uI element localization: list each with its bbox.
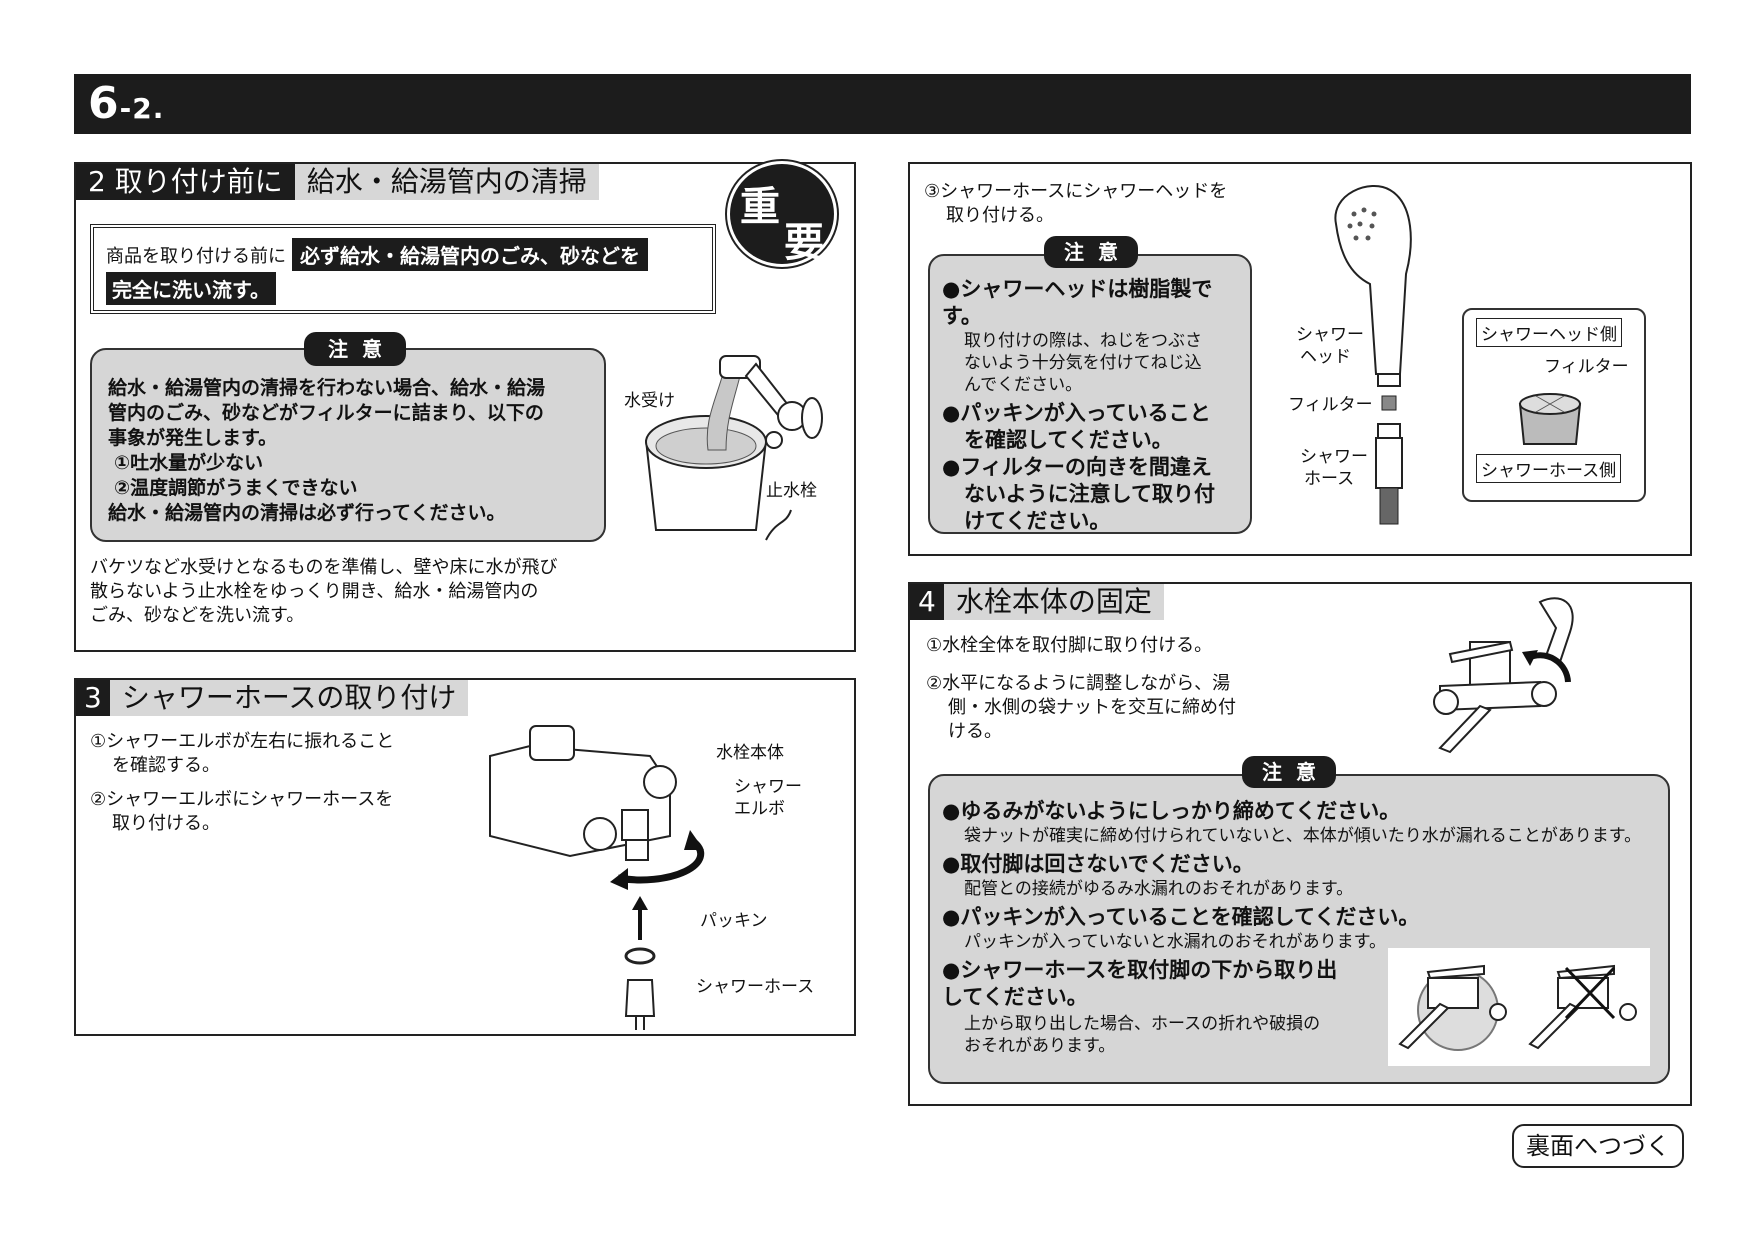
packing-label: パッキン [700,911,768,931]
caution-sub: おそれがあります。 [964,1036,1116,1056]
important-badge-icon [725,159,839,269]
shower-head-panel: ③シャワーホースにシャワーヘッドを 取り付ける。 ●シャワーヘッドは樹脂製です。… [908,162,1692,556]
hose-label-2: ホース [1304,469,1355,489]
caution-line: ①吐水量が少ない [114,452,264,474]
step-text: 取り付ける。 [946,205,1054,226]
caution-line: 給水・給湯管内の清掃を行わない場合、給水・給湯 [108,377,546,399]
section-3-panel: 3 シャワーホースの取り付け ①シャワーエルボが左右に振れること を確認する。 … [74,678,856,1036]
shower-elbow-illustration [489,725,705,1030]
bucket-label: 水受け [624,391,675,411]
section-number: 6-2. [88,78,165,129]
box-lead: 商品を取り付ける前に [106,245,286,267]
faucet-body-label: 水栓本体 [716,743,784,763]
step-text: ③シャワーホースにシャワーヘッドを [924,181,1228,202]
stopcock-label: 止水栓 [766,481,817,501]
step-text: ける。 [948,721,1002,742]
section-2-num-label: 2 取り付け前に [76,164,295,200]
caution-head: ●パッキンが入っていることを確認してください。 [942,905,1420,929]
caution-sub: んでください。 [964,375,1083,395]
shower-head-caution: ●シャワーヘッドは樹脂製です。 取り付けの際は、ねじをつぶさ ないよう十分気を付… [928,254,1252,534]
section-2-body: バケツなど水受けとなるものを準備し、壁や床に水が飛び [90,557,558,578]
step-text: ①シャワーエルボが左右に振れること [90,731,395,752]
important-badge-text-2: 要 [784,220,824,266]
caution-sub: 上から取り出した場合、ホースの折れや破損の [964,1014,1321,1034]
head-label-2: ヘッド [1300,347,1351,367]
important-box: 商品を取り付ける前に 必ず給水・給湯管内のごみ、砂などを 完全に洗い流す。 [90,224,716,314]
head-label-1: シャワー [1296,325,1364,345]
shower-head-illustration [1334,185,1412,525]
filter-label: フィルター [1288,395,1373,415]
caution-tag: 注意 [1242,756,1336,788]
step-text: 取り付ける。 [112,813,220,834]
section-2-caution: 給水・給湯管内の清掃を行わない場合、給水・給湯 管内のごみ、砂などがフィルターに… [90,348,606,542]
elbow-label-2: エルボ [734,799,785,819]
caution-head: ●フィルターの向きを間違え [942,455,1212,479]
section-3-heading: シャワーホースの取り付け [109,680,469,716]
section-4-num: 4 [910,584,944,620]
head-side-label: シャワーヘッド側 [1476,318,1622,347]
filter-icon [1518,393,1582,445]
section-4-panel: 4 水栓本体の固定 ①水栓全体を取付脚に取り付ける。 ②水平になるように調整しな… [908,582,1692,1106]
caution-head: ●ゆるみがないようにしっかり締めてください。 [942,799,1401,823]
section-2-body: ごみ、砂などを洗い流す。 [90,605,305,626]
caution-head: ●取付脚は回さないでください。 [942,852,1254,876]
continue-label: 裏面へつづく [1512,1124,1684,1168]
section-4-caution: ●ゆるみがないようにしっかり締めてください。 袋ナットが確実に締め付けられていな… [928,774,1670,1084]
caution-line: 事象が発生します。 [108,427,278,449]
section-2-body: 散らないよう止水栓をゆっくり開き、給水・給湯管内の [90,581,539,602]
box-strong-1: 必ず給水・給湯管内のごみ、砂などを [292,238,648,271]
caution-sub: ないよう十分気を付けてねじ込 [964,353,1202,373]
hose-side-label: シャワーホース側 [1476,454,1622,483]
caution-head: ●シャワーヘッドは樹脂製です。 [942,277,1213,328]
filter-detail-label: フィルター [1544,357,1629,377]
section-3-title: 3 シャワーホースの取り付け [76,680,469,716]
caution-head: ●シャワーホースを取付脚の下から取り出 してください。 [942,958,1338,1009]
page-header: 6-2. [74,74,1691,134]
caution-line: 給水・給湯管内の清掃は必ず行ってください。 [108,502,506,524]
caution-line: 管内のごみ、砂などがフィルターに詰まり、以下の [108,402,544,424]
section-4-title: 4 水栓本体の固定 [910,584,1164,620]
important-badge-text-1: 重 [740,184,780,230]
caution-sub: 配管との接続がゆるみ水漏れのおそれがあります。 [964,879,1354,899]
section-3-num: 3 [76,680,110,716]
hose-label-1: シャワー [1300,447,1368,467]
section-2-panel: 2 取り付け前に 給水・給湯管内の清掃 重 要 商品を取り付ける前に 必ず給水・… [74,159,856,652]
step-text: を確認する。 [112,755,220,776]
hose-routing-illustration [1388,948,1650,1066]
caution-head: ●パッキンが入っていること [942,401,1211,425]
caution-sub: 取り付けの際は、ねじをつぶさ [964,331,1202,351]
wrench-faucet-illustration [1433,597,1574,754]
section-2-heading: 給水・給湯管内の清掃 [294,164,599,200]
caution-tag: 注意 [304,332,406,366]
section-4-heading: 水栓本体の固定 [943,584,1164,620]
caution-head: を確認してください。 [964,428,1173,452]
step-text: ②シャワーエルボにシャワーホースを [90,789,394,810]
step-text: ②水平になるように調整しながら、湯 [926,673,1231,694]
caution-tag: 注意 [1044,236,1138,268]
caution-head: けてください。 [964,509,1111,533]
hose-label: シャワーホース [696,977,815,997]
step-text: 側・水側の袋ナットを交互に締め付 [948,697,1236,718]
elbow-label-1: シャワー [734,777,802,797]
caution-sub: パッキンが入っていないと水漏れのおそれがあります。 [964,932,1386,952]
box-strong-2: 完全に洗い流す。 [106,272,276,305]
caution-sub: 袋ナットが確実に締め付けられていないと、本体が傾いたり水が漏れることがあります。 [964,826,1642,846]
step-text: ①水栓全体を取付脚に取り付ける。 [926,635,1213,656]
bucket-faucet-illustration [645,355,823,541]
section-2-title: 2 取り付け前に 給水・給湯管内の清掃 [76,164,599,200]
caution-head: ないように注意して取り付 [964,482,1215,506]
caution-line: ②温度調節がうまくできない [114,477,358,499]
